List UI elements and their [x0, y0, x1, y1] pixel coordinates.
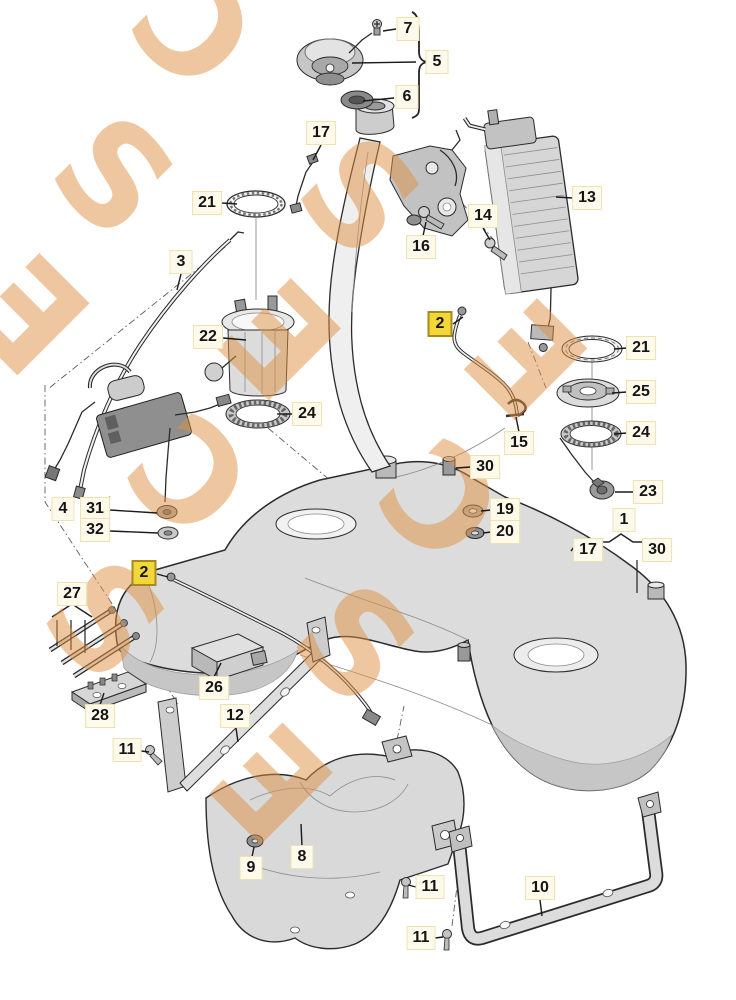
fuel-tank [114, 427, 687, 792]
part-label-30-25[interactable]: 30 [642, 538, 672, 562]
part-label-20-19[interactable]: 20 [490, 520, 520, 544]
part-label-2-26[interactable]: 2 [131, 560, 157, 586]
part-label-30-16[interactable]: 30 [470, 455, 500, 479]
seal-19 [462, 504, 484, 518]
bracket-28 [70, 671, 148, 713]
part-label-25-12[interactable]: 25 [626, 380, 656, 404]
cap-23 [559, 437, 615, 500]
fuel-cap [296, 32, 373, 86]
bracket-27-stems [56, 620, 86, 653]
grommet-32 [157, 526, 179, 540]
pump-module-22 [204, 295, 295, 397]
breather-pipe-3 [72, 231, 245, 500]
grommet-31 [156, 505, 178, 519]
locking-ring-21-left [226, 190, 286, 218]
part-label-10-35[interactable]: 10 [525, 876, 555, 900]
part-label-23-17[interactable]: 23 [633, 480, 663, 504]
part-label-9-32[interactable]: 9 [239, 856, 263, 880]
bolt-16 [418, 206, 445, 230]
part-label-1-23[interactable]: 1 [612, 508, 636, 532]
part-label-31-21[interactable]: 31 [80, 497, 110, 521]
part-label-13-4[interactable]: 13 [572, 186, 602, 210]
control-module-26 [190, 633, 268, 681]
screw-11-bottom [442, 929, 452, 951]
tubes-27 [48, 606, 140, 679]
flange-25 [556, 378, 620, 408]
part-label-19-18[interactable]: 19 [490, 498, 520, 522]
part-label-28-29[interactable]: 28 [85, 704, 115, 728]
part-label-24-13[interactable]: 24 [292, 402, 322, 426]
fuel-line-2-right [452, 306, 519, 415]
part-label-8-33[interactable]: 8 [290, 845, 314, 869]
part-label-4-20[interactable]: 4 [51, 497, 75, 521]
part-label-24-14[interactable]: 24 [626, 421, 656, 445]
part-label-11-34[interactable]: 11 [415, 875, 445, 899]
part-label-7-0[interactable]: 7 [396, 17, 420, 41]
part-label-27-27[interactable]: 27 [57, 582, 87, 606]
part-label-14-6[interactable]: 14 [468, 204, 498, 228]
part-label-6-2[interactable]: 6 [395, 85, 419, 109]
plug-30 [442, 456, 456, 476]
part-label-22-10[interactable]: 22 [193, 325, 223, 349]
part-label-11-31[interactable]: 11 [112, 738, 142, 762]
part-label-17-3[interactable]: 17 [306, 121, 336, 145]
part-label-26-28[interactable]: 26 [199, 676, 229, 700]
part-label-32-22[interactable]: 32 [80, 518, 110, 542]
part-label-21-11[interactable]: 21 [626, 336, 656, 360]
bolt-14 [484, 237, 508, 261]
tank-strap-12 [157, 616, 331, 793]
cap-screw [372, 19, 382, 36]
seal-20 [465, 527, 485, 539]
part-label-17-24[interactable]: 17 [573, 538, 603, 562]
nut-9 [246, 834, 264, 848]
sender-unit-4 [44, 362, 232, 503]
part-label-16-7[interactable]: 16 [406, 235, 436, 259]
part-label-3-8[interactable]: 3 [169, 250, 193, 274]
part-label-11-36[interactable]: 11 [406, 926, 436, 950]
filler-neck [328, 98, 469, 473]
cap-seal [340, 90, 374, 110]
clip-15 [505, 398, 527, 418]
heat-shield-8 [205, 735, 465, 950]
part-label-15-15[interactable]: 15 [504, 431, 534, 455]
part-label-21-5[interactable]: 21 [192, 191, 222, 215]
part-label-12-30[interactable]: 12 [220, 704, 250, 728]
part-label-5-1[interactable]: 5 [425, 50, 449, 74]
tank-strap-10 [448, 791, 664, 946]
part-label-2-9[interactable]: 2 [427, 311, 453, 337]
screw-11-mid [401, 877, 411, 899]
carbon-canister-13 [462, 109, 579, 352]
